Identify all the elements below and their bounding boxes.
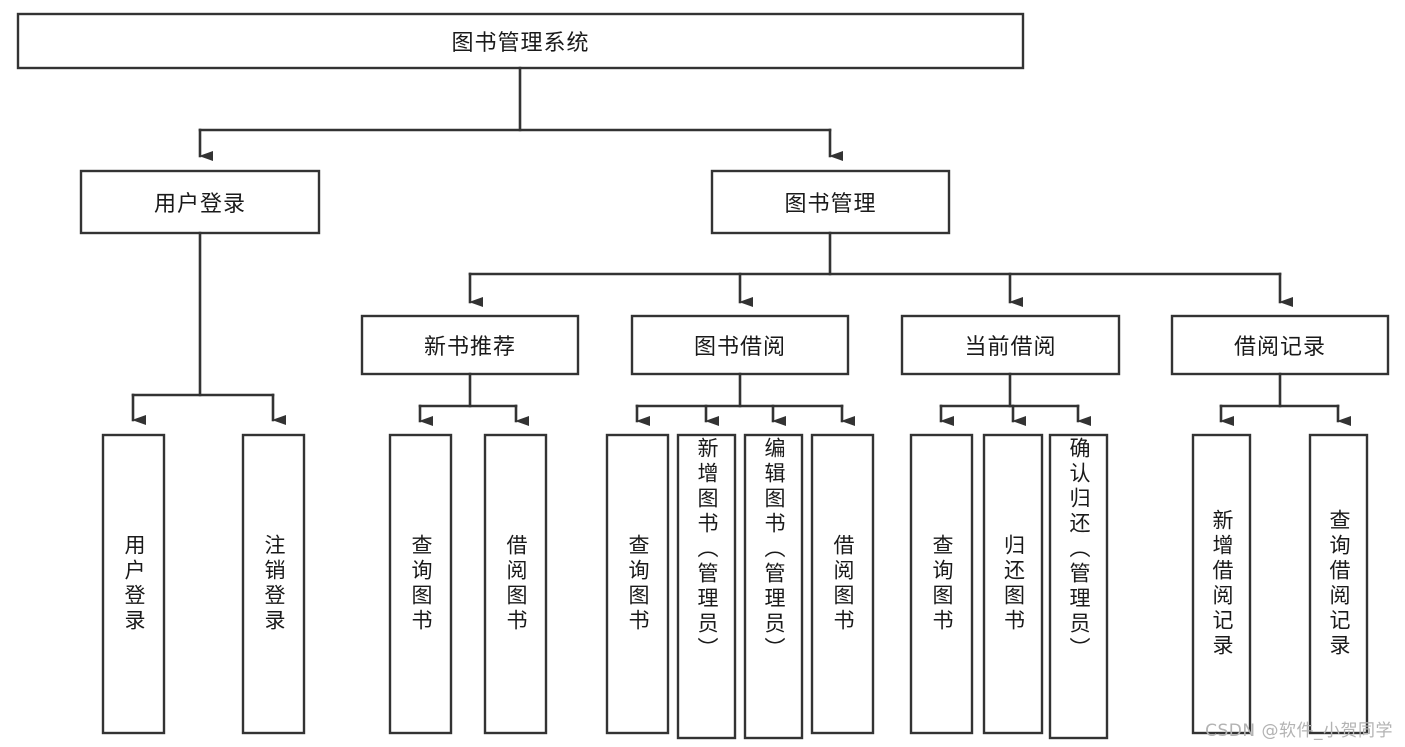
leaf-confirm-return-box[interactable] bbox=[1048, 433, 1109, 740]
connector-borrow-record-to-leaves bbox=[1219, 372, 1351, 426]
node-book-manage-box[interactable] bbox=[710, 169, 951, 235]
leaf-logout-box[interactable] bbox=[241, 433, 306, 735]
connector-new-book-rec-to-leaves bbox=[418, 372, 529, 426]
connector-book-borrow-to-leaves bbox=[635, 372, 855, 426]
leaf-add-record-box[interactable] bbox=[1191, 433, 1252, 735]
leaf-query-book-1-box[interactable] bbox=[388, 433, 453, 735]
connector-current-borrow-to-leaves bbox=[939, 372, 1091, 426]
leaf-query-book-3-box[interactable] bbox=[909, 433, 974, 735]
node-root-box[interactable] bbox=[16, 12, 1025, 70]
leaf-borrow-book-1-box[interactable] bbox=[483, 433, 548, 735]
connector-book-manage-to-level3 bbox=[468, 231, 1293, 307]
node-current-borrow-box[interactable] bbox=[900, 314, 1121, 376]
node-user-login-box[interactable] bbox=[79, 169, 321, 235]
leaf-query-book-2-box[interactable] bbox=[605, 433, 670, 735]
node-borrow-record-box[interactable] bbox=[1170, 314, 1390, 376]
leaf-add-book-box[interactable] bbox=[676, 433, 737, 740]
leaf-query-record-box[interactable] bbox=[1308, 433, 1369, 735]
leaf-borrow-book-2-box[interactable] bbox=[810, 433, 875, 735]
node-book-borrow-box[interactable] bbox=[630, 314, 850, 376]
leaf-user-login-box[interactable] bbox=[101, 433, 166, 735]
connector-root-to-level2 bbox=[198, 66, 843, 161]
leaf-edit-book-box[interactable] bbox=[743, 433, 804, 740]
leaf-return-book-box[interactable] bbox=[982, 433, 1044, 735]
node-new-book-rec-box[interactable] bbox=[360, 314, 580, 376]
connector-user-login-to-leaves bbox=[131, 231, 286, 425]
